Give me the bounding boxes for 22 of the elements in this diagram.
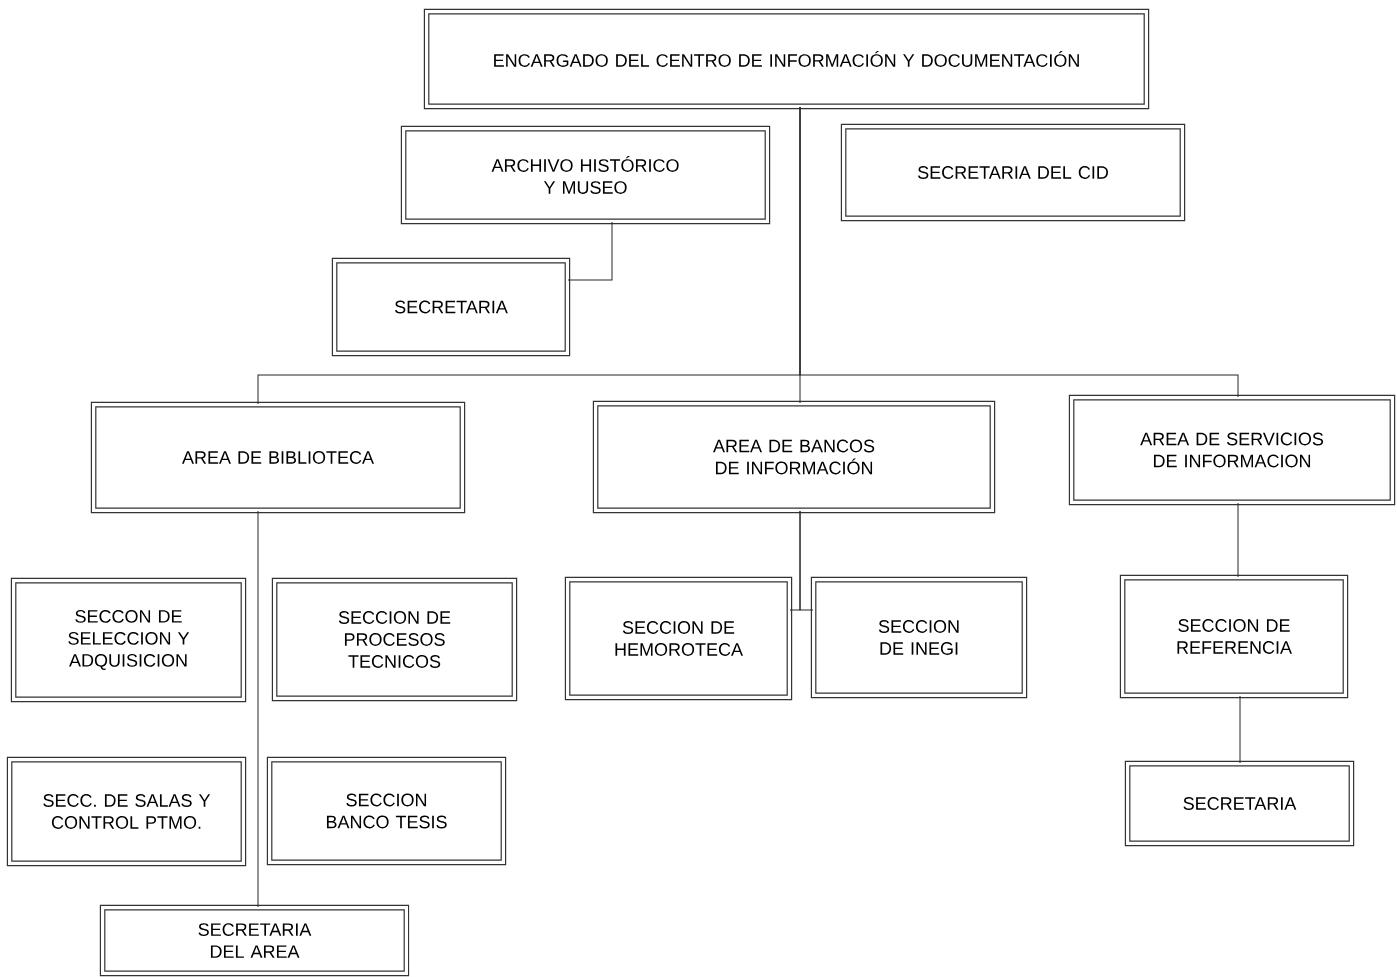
org-box: SECCON DE SELECCION Y ADQUISICION bbox=[10, 577, 247, 703]
org-box: SECRETARIA DEL CID bbox=[840, 123, 1186, 222]
connector-line bbox=[1237, 502, 1239, 578]
connector-line bbox=[567, 221, 613, 281]
connector-line bbox=[257, 510, 259, 908]
org-box: ENCARGADO DEL CENTRO DE INFORMACIÓN Y DOCUMENTACIÓN bbox=[423, 8, 1150, 110]
org-box: SECCION DE INEGI bbox=[810, 576, 1028, 699]
connector-line bbox=[799, 106, 1239, 398]
org-box: ARCHIVO HISTÓRICO Y MUSEO bbox=[400, 125, 771, 225]
org-box: AREA DE BANCOS DE INFORMACIÓN bbox=[592, 400, 996, 514]
org-box: SECCION DE REFERENCIA bbox=[1119, 574, 1349, 699]
connector-line bbox=[799, 510, 814, 611]
org-box: AREA DE SERVICIOS DE INFORMACION bbox=[1068, 394, 1396, 506]
org-box: SECCION DE PROCESOS TECNICOS bbox=[271, 577, 518, 702]
org-box: SECC. DE SALAS Y CONTROL PTMO. bbox=[6, 756, 247, 867]
org-box: AREA DE BIBLIOTECA bbox=[90, 401, 466, 514]
org-box: SECRETARIA bbox=[331, 257, 571, 357]
org-box: SECRETARIA DEL AREA bbox=[99, 904, 410, 977]
connector-line bbox=[1239, 695, 1241, 764]
org-box: SECCION BANCO TESIS bbox=[266, 756, 507, 866]
org-box: SECRETARIA bbox=[1124, 760, 1355, 847]
org-box: SECCION DE HEMOROTECA bbox=[564, 576, 793, 701]
